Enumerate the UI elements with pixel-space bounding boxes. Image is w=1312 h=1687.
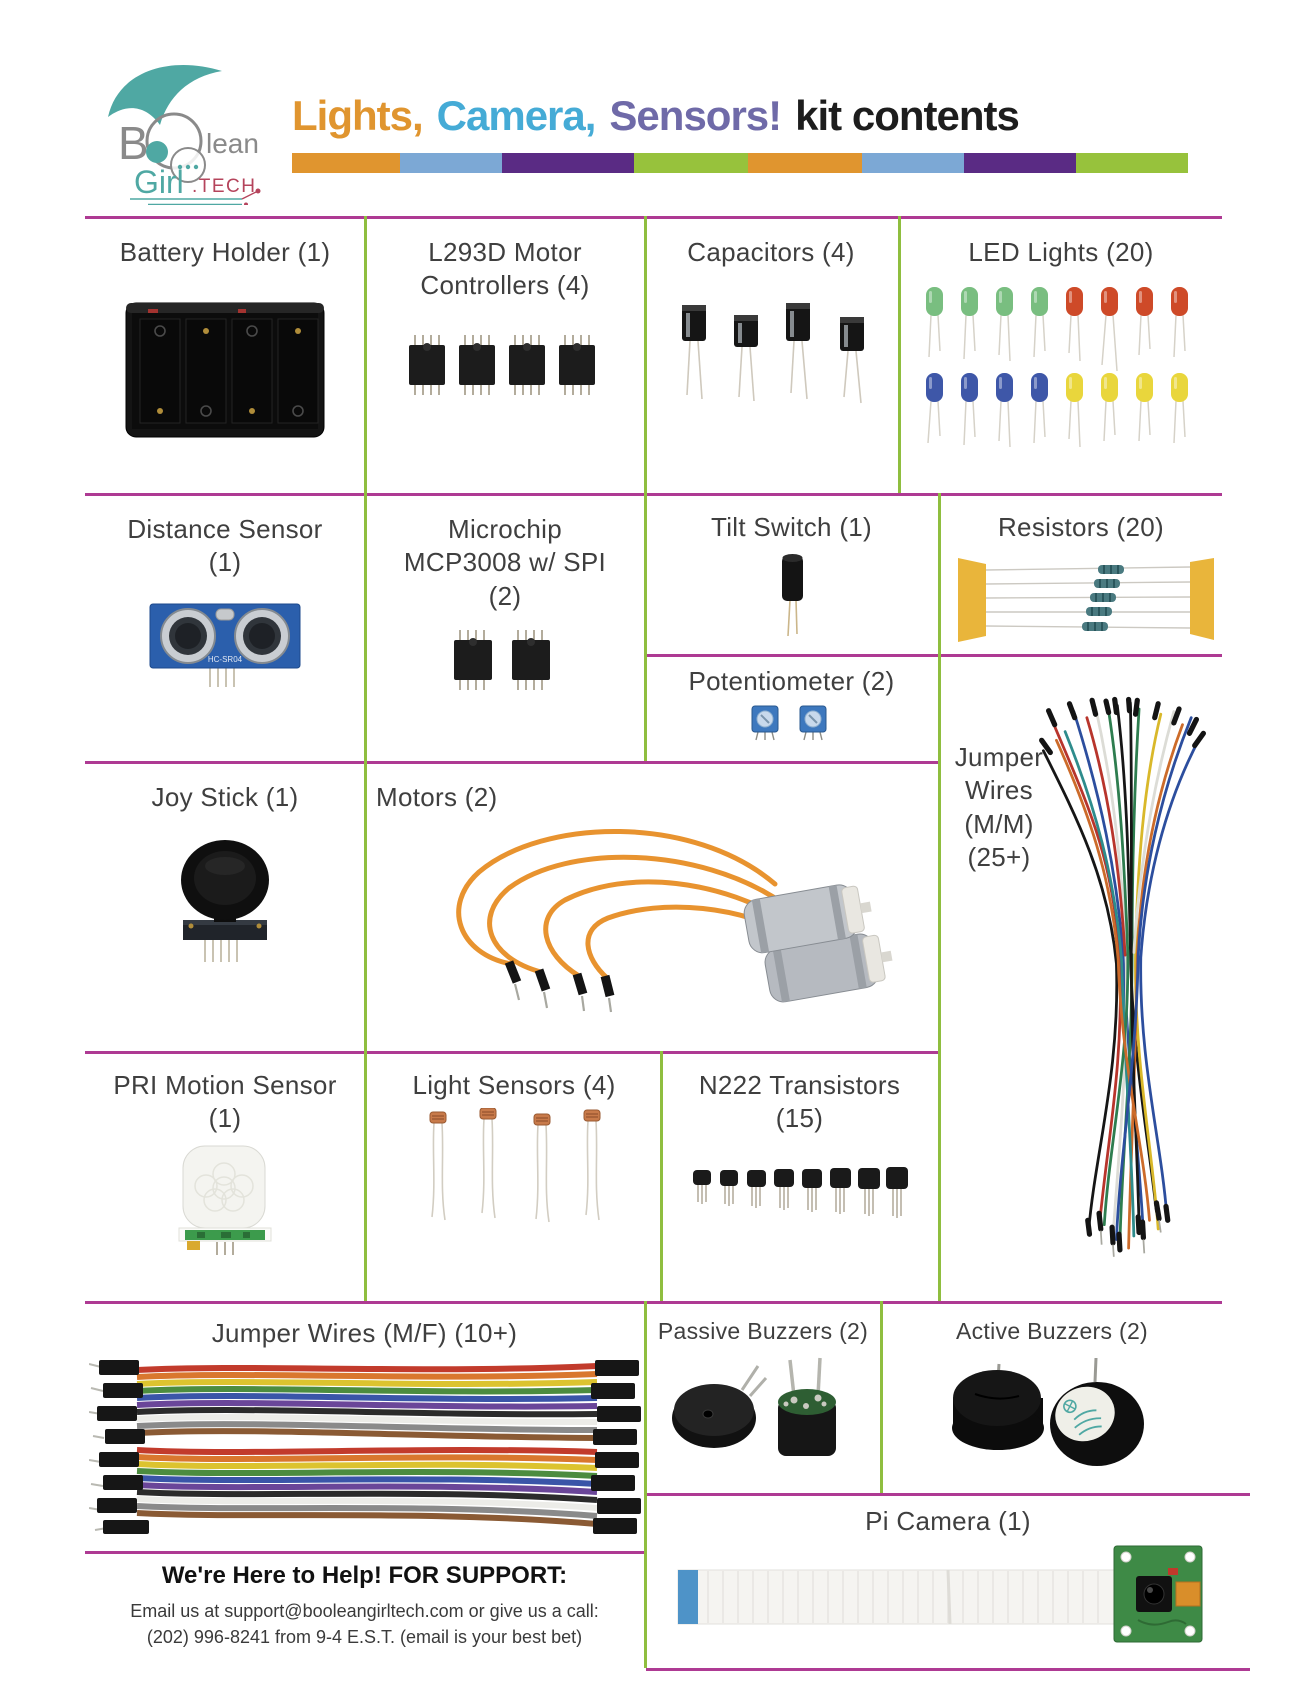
jumper-wires-mm-label: Jumper Wires (M/M) (25+) (954, 742, 1044, 872)
led-lights-image (916, 281, 1206, 449)
support-heading: We're Here to Help! FOR SUPPORT: (161, 1562, 568, 1589)
grid-hline (85, 761, 938, 764)
grid-vline (660, 1051, 663, 1301)
cell-jumper-wires-mm: Jumper Wires (M/M) (25+) (940, 657, 1222, 1301)
jumper-wires-mf-label: Jumper Wires (M/F) (10+) (211, 1318, 518, 1348)
tilt-switch-image (770, 548, 814, 640)
title-sensors: Sensors! (609, 92, 782, 139)
resistors-image (946, 552, 1216, 646)
cell-capacitors: Capacitors (4) (646, 218, 896, 511)
cell-microchip: Microchip MCP3008 w/ SPI (2) (368, 497, 642, 775)
cell-light-sensors: Light Sensors (4) (368, 1053, 660, 1315)
cell-tilt-switch: Tilt Switch (1) (646, 497, 937, 666)
cell-joy-stick: Joy Stick (1) (85, 763, 365, 1067)
accent-bar (292, 153, 1188, 173)
grid-hline (646, 654, 1222, 657)
pi-camera-image (668, 1540, 1228, 1652)
microchip-image (443, 629, 567, 693)
cell-passive-buzzers: Passive Buzzers (2) (646, 1303, 880, 1507)
accent-bar-segment (964, 153, 1076, 173)
page-title: Lights, Camera, Sensors! kit contents (292, 92, 1033, 140)
title-lights: Lights, (292, 92, 424, 139)
grid-vline (898, 216, 901, 493)
light-sensors-label: Light Sensors (4) (412, 1070, 616, 1100)
jumper-wires-mf-image (88, 1352, 641, 1544)
boolean-girl-tech-logo: B lean Girl .TECH (90, 55, 300, 207)
pi-camera-label: Pi Camera (1) (865, 1506, 1031, 1536)
potentiometer-image (742, 702, 842, 742)
grid-hline (646, 1493, 1250, 1496)
support-block: We're Here to Help! FOR SUPPORT: Email u… (85, 1562, 644, 1650)
accent-bar-segment (748, 153, 862, 173)
grid-hline (85, 493, 1222, 496)
grid-vline (938, 493, 941, 1301)
brand-girl: Girl (134, 164, 184, 200)
active-buzzers-image (945, 1350, 1160, 1475)
grid-vline (644, 216, 647, 761)
jumper-wires-mm-image (1026, 657, 1226, 1301)
microchip-label: Microchip MCP3008 w/ SPI (2) (403, 514, 607, 611)
title-kit-contents: kit contents (795, 92, 1020, 139)
cell-potentiometer: Potentiometer (2) (646, 657, 937, 767)
support-line-2: (202) 996-8241 from 9-4 E.S.T. (email is… (146, 1627, 583, 1648)
grid-hline (85, 1051, 938, 1054)
brand-lean: lean (206, 128, 259, 159)
active-buzzers-label: Active Buzzers (2) (955, 1318, 1148, 1344)
svg-text:B: B (118, 117, 149, 169)
title-camera: Camera, (436, 92, 597, 139)
grid-vline (364, 216, 367, 1301)
motor-controllers-image (405, 333, 605, 399)
grid-hline (646, 1668, 1250, 1671)
accent-bar-segment (862, 153, 964, 173)
pri-motion-sensor-label: PRI Motion Sensor (1) (113, 1070, 337, 1134)
accent-bar-segment (1076, 153, 1188, 173)
transistors-label: N222 Transistors (15) (698, 1070, 901, 1134)
grid-hline (85, 1301, 1222, 1304)
cell-motors: Motors (2) (368, 763, 937, 1067)
motors-image (393, 806, 913, 1041)
cell-pi-camera: Pi Camera (1) (646, 1495, 1250, 1678)
resistors-label: Resistors (20) (997, 512, 1164, 542)
support-line-1: Email us at support@booleangirltech.com … (130, 1601, 599, 1621)
joy-stick-label: Joy Stick (1) (151, 782, 299, 812)
potentiometer-label: Potentiometer (2) (688, 666, 895, 696)
cell-resistors: Resistors (20) (940, 497, 1222, 666)
passive-buzzers-label: Passive Buzzers (2) (657, 1318, 869, 1344)
accent-bar-segment (502, 153, 634, 173)
joy-stick-image (167, 828, 283, 968)
battery-holder-label: Battery Holder (1) (119, 237, 331, 267)
distance-sensor-image: HC-SR04 (148, 590, 303, 692)
grid-hline (85, 216, 1222, 219)
cell-led-lights: LED Lights (20) (900, 218, 1222, 511)
motors-label: Motors (2) (376, 782, 498, 812)
grid-vline (880, 1301, 883, 1493)
cell-battery-holder: Battery Holder (1) (85, 218, 365, 511)
transistors-image (690, 1158, 910, 1230)
capacitors-label: Capacitors (4) (687, 237, 855, 267)
grid-hline (85, 1551, 644, 1554)
cell-pri-motion-sensor: PRI Motion Sensor (1) (85, 1053, 365, 1315)
brand-tech: .TECH (192, 176, 257, 197)
accent-bar-segment (400, 153, 502, 173)
accent-bar-segment (292, 153, 400, 173)
svg-text:HC-SR04: HC-SR04 (207, 655, 242, 664)
cell-motor-controllers: L293D Motor Controllers (4) (368, 218, 642, 511)
capacitors-image (666, 295, 876, 407)
led-lights-label: LED Lights (20) (968, 237, 1154, 267)
grid-vline (644, 1301, 647, 1668)
cell-jumper-wires-mf: Jumper Wires (M/F) (10+) (85, 1303, 644, 1563)
motor-controllers-label: L293D Motor Controllers (4) (420, 237, 590, 301)
light-sensors-image (412, 1107, 617, 1230)
cell-active-buzzers: Active Buzzers (2) (882, 1303, 1222, 1507)
cell-distance-sensor: Distance Sensor (1) HC-SR04 (85, 497, 365, 775)
distance-sensor-label: Distance Sensor (1) (127, 514, 323, 578)
tilt-switch-label: Tilt Switch (1) (711, 512, 872, 542)
battery-holder-image (118, 283, 333, 455)
accent-bar-segment (634, 153, 748, 173)
pri-motion-sensor-image (177, 1144, 273, 1258)
passive-buzzers-image (666, 1354, 861, 1476)
cell-transistors: N222 Transistors (15) (662, 1053, 937, 1315)
